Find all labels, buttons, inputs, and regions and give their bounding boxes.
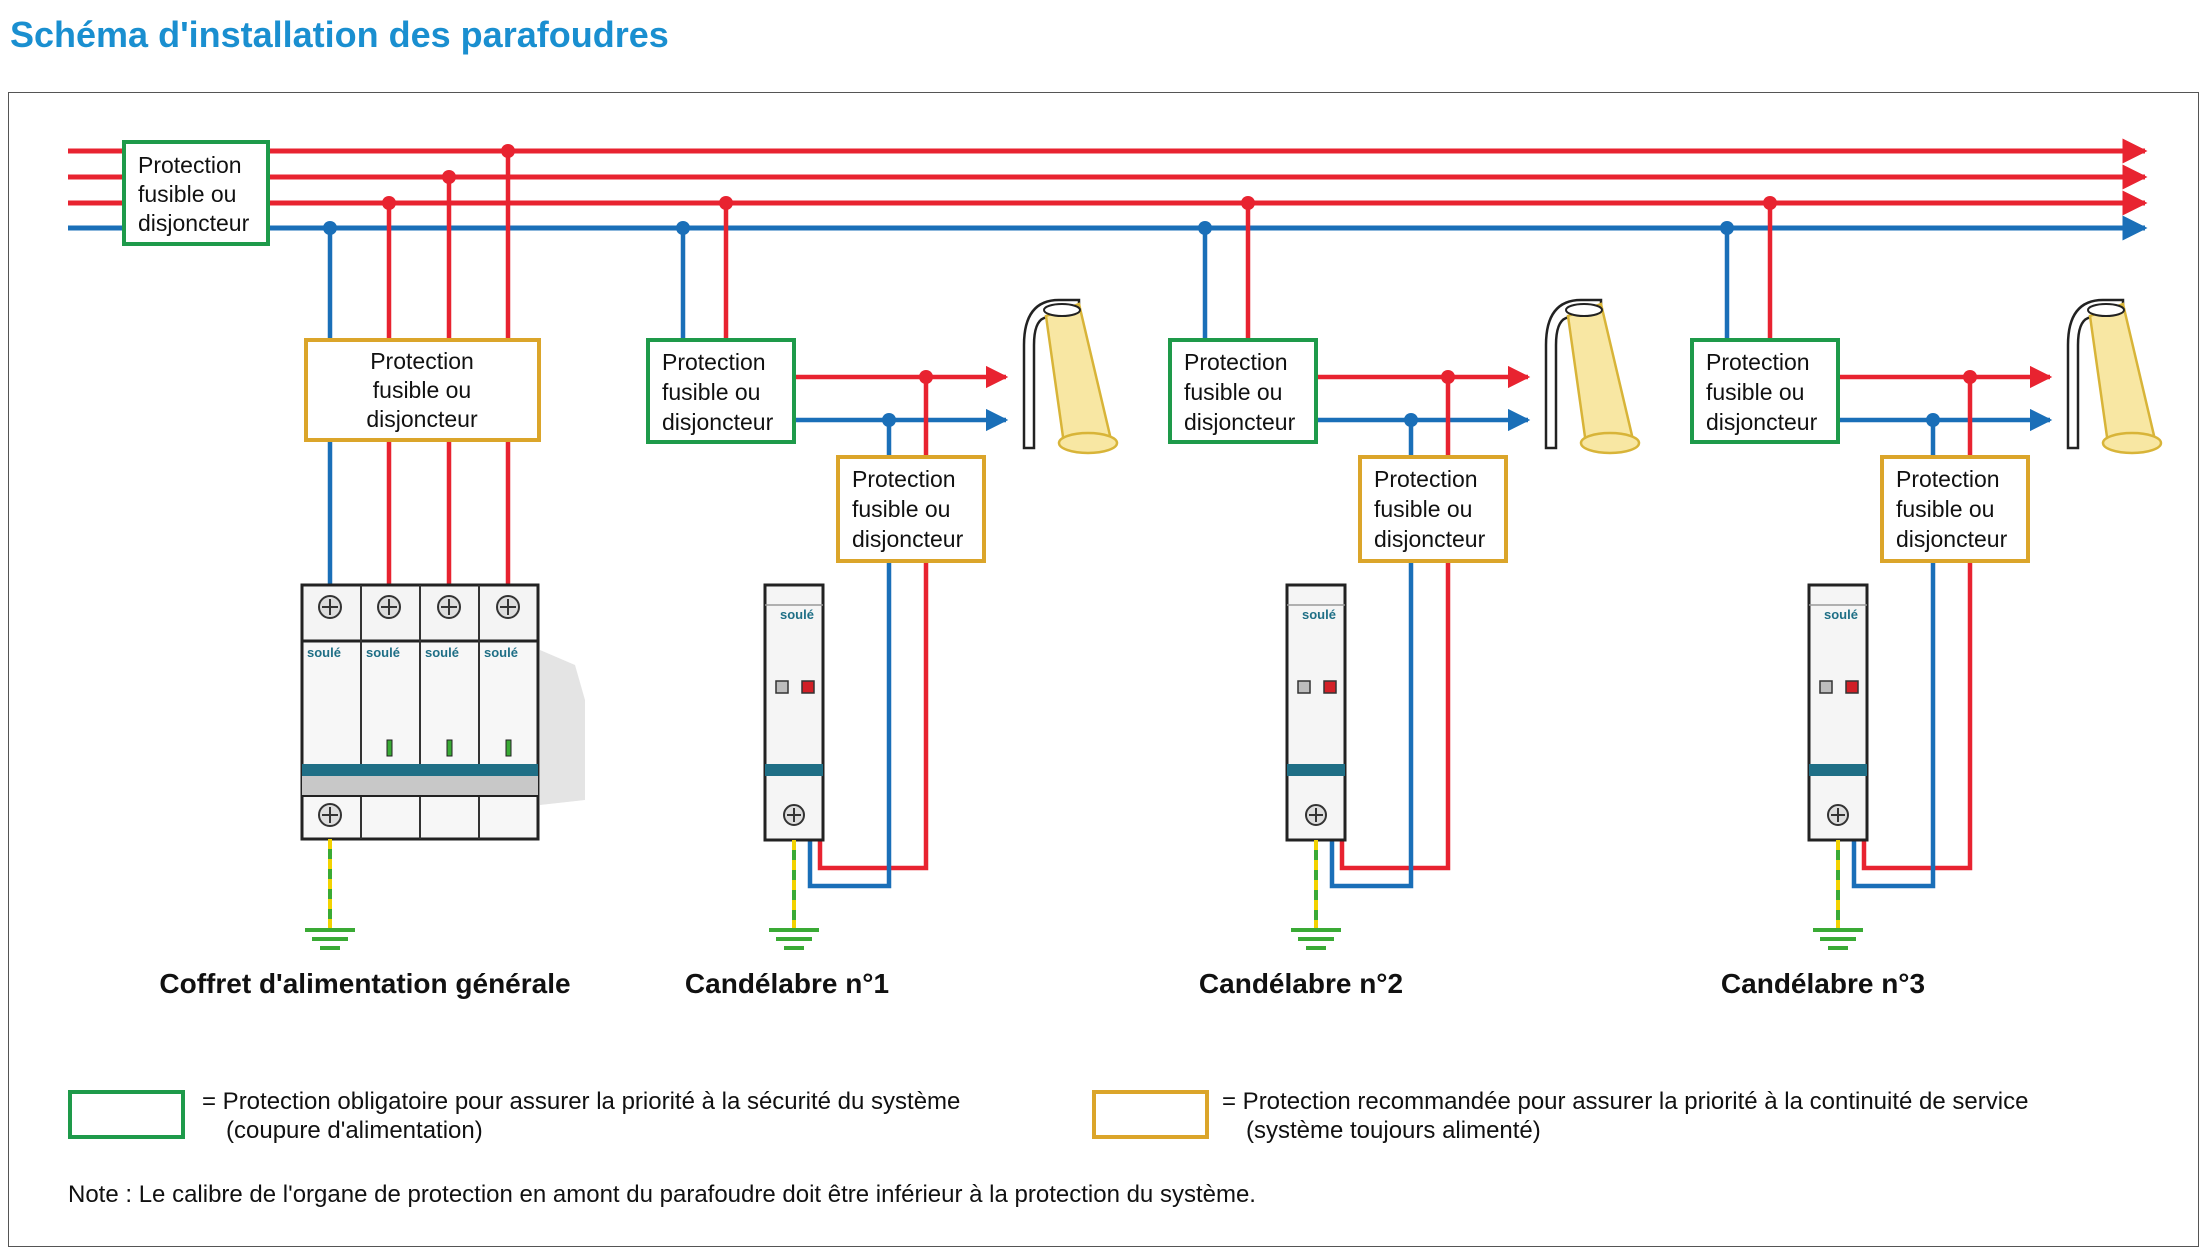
protection-box-recommended-3: Protection fusible ou disjoncteur [1880, 455, 2030, 563]
caption-main-panel: Coffret d'alimentation générale [159, 968, 570, 999]
svg-text:Protection: Protection [1896, 466, 2000, 492]
svg-text:fusible ou: fusible ou [138, 181, 236, 207]
svg-text:soulé: soulé [425, 645, 459, 660]
diagram-frame [8, 92, 2199, 1247]
svg-text:fusible ou: fusible ou [662, 379, 760, 405]
junction-dots [323, 144, 515, 235]
earth-ground-icon [305, 839, 355, 950]
svg-text:disjoncteur: disjoncteur [138, 210, 250, 236]
caption-candelabra-2: Candélabre n°2 [1199, 968, 1403, 999]
caption-candelabra-3: Candélabre n°3 [1721, 968, 1925, 999]
svg-text:Protection: Protection [852, 466, 956, 492]
legend: = Protection obligatoire pour assurer la… [68, 1088, 2028, 1144]
svg-text:Protection: Protection [138, 152, 242, 178]
street-lamp-icon [1022, 298, 1119, 455]
protection-box-main-recommended: Protection fusible ou disjoncteur [304, 338, 541, 442]
main-surge-arrester-icon: soulé soulé soulé soulé [300, 583, 585, 841]
street-lamp-icon [2066, 298, 2163, 455]
earth-ground-icon [769, 840, 819, 950]
svg-text:soulé: soulé [366, 645, 400, 660]
svg-text:Protection: Protection [1706, 349, 1810, 375]
earth-ground-icon [1813, 840, 1863, 950]
svg-text:soulé: soulé [484, 645, 518, 660]
legend-recommended-subtext: (système toujours alimenté) [1246, 1117, 1541, 1144]
protection-box-main-mandatory: Protection fusible ou disjoncteur [122, 140, 270, 246]
svg-text:disjoncteur: disjoncteur [366, 406, 478, 432]
svg-text:soulé: soulé [1824, 607, 1858, 622]
svg-text:disjoncteur: disjoncteur [852, 526, 964, 552]
protection-box-mandatory-3: Protection fusible ou disjoncteur [1690, 338, 1840, 444]
surge-arrester-icon: soulé [1285, 583, 1347, 842]
surge-arrester-icon: soulé [1807, 583, 1869, 842]
svg-text:soulé: soulé [307, 645, 341, 660]
main-bus [68, 138, 2148, 241]
svg-text:Protection: Protection [662, 349, 766, 375]
svg-text:disjoncteur: disjoncteur [1184, 409, 1296, 435]
legend-recommended-swatch [1092, 1090, 1209, 1139]
svg-text:soulé: soulé [780, 607, 814, 622]
protection-box-mandatory-1: Protection fusible ou disjoncteur [646, 338, 796, 444]
caption-candelabra-1: Candélabre n°1 [685, 968, 889, 999]
svg-text:disjoncteur: disjoncteur [1706, 409, 1818, 435]
svg-text:soulé: soulé [1302, 607, 1336, 622]
svg-text:Protection: Protection [370, 348, 474, 374]
svg-text:fusible ou: fusible ou [1896, 496, 1994, 522]
svg-text:fusible ou: fusible ou [373, 377, 471, 403]
legend-mandatory-subtext: (coupure d'alimentation) [226, 1117, 483, 1144]
street-lamp-icon [1544, 298, 1641, 455]
protection-box-recommended-2: Protection fusible ou disjoncteur [1358, 455, 1508, 563]
svg-text:fusible ou: fusible ou [1184, 379, 1282, 405]
legend-recommended-text: = Protection recommandée pour assurer la… [1222, 1088, 2028, 1115]
protection-box-recommended-1: Protection fusible ou disjoncteur [836, 455, 986, 563]
svg-text:disjoncteur: disjoncteur [662, 409, 774, 435]
svg-text:fusible ou: fusible ou [1706, 379, 1804, 405]
legend-mandatory-text: = Protection obligatoire pour assurer la… [202, 1088, 960, 1115]
svg-text:Protection: Protection [1184, 349, 1288, 375]
svg-text:Protection: Protection [1374, 466, 1478, 492]
legend-mandatory-swatch [68, 1090, 185, 1139]
svg-text:fusible ou: fusible ou [1374, 496, 1472, 522]
earth-ground-icon [1291, 840, 1341, 950]
svg-text:fusible ou: fusible ou [852, 496, 950, 522]
svg-text:disjoncteur: disjoncteur [1374, 526, 1486, 552]
page-title: Schéma d'installation des parafoudres [10, 14, 669, 55]
surge-arrester-icon: soulé [763, 583, 825, 842]
note-text: Note : Le calibre de l'organe de protect… [68, 1181, 1256, 1208]
svg-text:disjoncteur: disjoncteur [1896, 526, 2008, 552]
protection-box-mandatory-2: Protection fusible ou disjoncteur [1168, 338, 1318, 444]
